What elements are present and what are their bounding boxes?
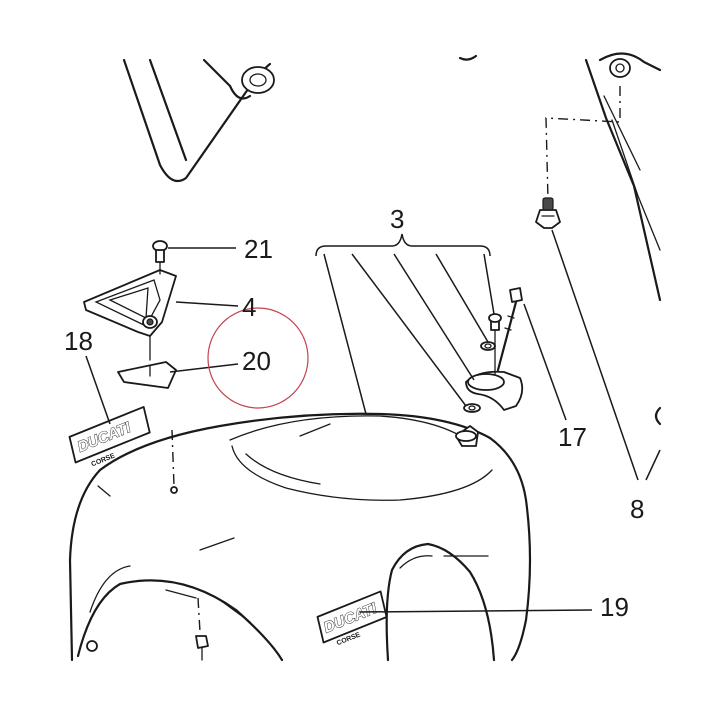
tank-cap-assembly-part-3 <box>455 313 524 447</box>
fuel-tank-body <box>68 412 532 662</box>
frame-section-top-right <box>458 52 662 426</box>
callout-labels: 3 21 4 18 20 17 8 19 <box>64 204 644 622</box>
callout-17: 17 <box>558 422 587 452</box>
pad-part-20 <box>117 335 178 494</box>
callout-20: 20 <box>242 346 271 376</box>
decal-part-19: DUCATI CORSE <box>316 590 388 647</box>
callout-4: 4 <box>242 292 256 322</box>
callout-8: 8 <box>630 494 644 524</box>
screw-part-21 <box>152 240 168 275</box>
screw-bottom <box>195 597 209 661</box>
review-mark-circle <box>207 307 309 409</box>
callout-21: 21 <box>244 234 273 264</box>
callout-3: 3 <box>390 204 404 234</box>
callout-19: 19 <box>600 592 629 622</box>
bolt-part-8 <box>535 86 621 229</box>
frame-arm-top-left <box>122 58 275 183</box>
leader-lines <box>85 229 661 613</box>
decal-part-18: DUCATI CORSE <box>68 406 151 468</box>
tank-cap-cover-part-4 <box>83 269 177 337</box>
callout-18: 18 <box>64 326 93 356</box>
bolt-part-17 <box>496 287 523 372</box>
